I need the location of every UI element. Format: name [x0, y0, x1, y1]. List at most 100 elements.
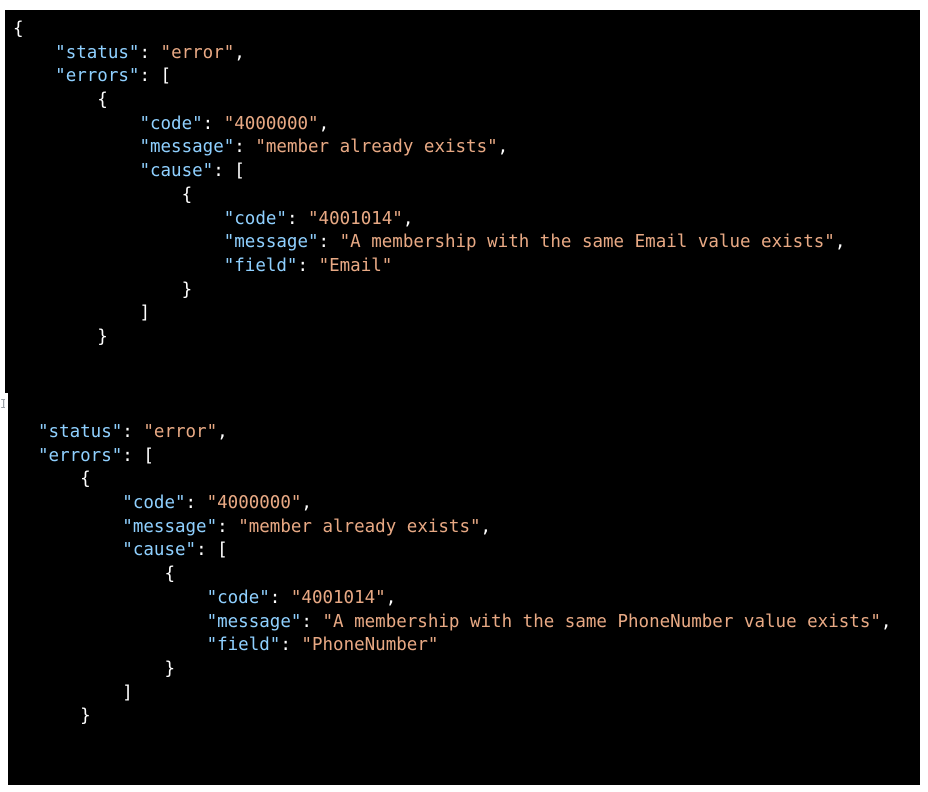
- json-line: {: [38, 563, 891, 587]
- json-indent: [13, 209, 224, 229]
- json-indent: [38, 517, 122, 537]
- json-indent: [38, 540, 122, 560]
- json-string-value: "error": [160, 42, 235, 63]
- json-key: "status": [38, 422, 123, 442]
- json-bracket: [: [217, 540, 228, 561]
- json-punctuation: ,: [217, 422, 228, 442]
- json-indent: [13, 161, 139, 181]
- json-bracket: [: [234, 161, 245, 182]
- json-punctuation: :: [269, 587, 291, 608]
- json-key: "message": [206, 611, 302, 632]
- cursor-marker: I: [0, 397, 5, 411]
- json-string-value: "error": [143, 422, 218, 442]
- json-line: "code": "4001014",: [38, 587, 891, 611]
- json-line: "code": "4000000",: [38, 492, 891, 516]
- json-line: }: [38, 658, 891, 682]
- json-key: "message": [223, 232, 319, 253]
- json-punctuation: :: [280, 635, 302, 656]
- json-indent: [13, 185, 182, 205]
- json-punctuation: :: [185, 493, 207, 514]
- json-indent: [38, 493, 122, 513]
- json-string-value: "4000000": [206, 493, 302, 514]
- json-punctuation: :: [301, 611, 323, 632]
- json-punctuation: :: [202, 113, 224, 134]
- json-indent: [13, 232, 224, 252]
- json-line: "status": "error",: [38, 421, 891, 445]
- json-key: "code": [122, 493, 186, 514]
- json-indent: [38, 683, 122, 703]
- json-line: }: [13, 326, 845, 350]
- json-punctuation: :: [297, 255, 319, 276]
- json-response-panel-email: { "status": "error", "errors": [ { "code…: [5, 10, 920, 393]
- json-indent: [13, 114, 139, 134]
- json-line: "message": "member already exists",: [13, 136, 845, 160]
- json-string-value: "A membership with the same Email value …: [339, 232, 835, 253]
- json-key: "code": [139, 113, 203, 134]
- json-line: "code": "4001014",: [13, 208, 845, 232]
- json-punctuation: ,: [480, 516, 492, 537]
- json-punctuation: ,: [385, 587, 397, 608]
- json-line: }: [13, 279, 845, 303]
- json-line: {: [13, 18, 845, 42]
- json-indent: [13, 280, 182, 300]
- json-punctuation: :: [139, 42, 161, 63]
- json-punctuation: :: [122, 445, 144, 466]
- json-indent: [38, 635, 207, 655]
- json-punctuation: :: [122, 422, 144, 442]
- json-bracket: }: [181, 279, 193, 300]
- json-string-value: "PhoneNumber": [301, 635, 439, 656]
- json-punctuation: :: [196, 540, 218, 561]
- json-bracket: {: [13, 19, 24, 39]
- json-indent: [38, 588, 207, 608]
- json-punctuation: :: [234, 137, 256, 158]
- json-indent: [38, 612, 207, 632]
- json-punctuation: ,: [834, 232, 846, 253]
- json-indent: [13, 90, 97, 110]
- json-line: "message": "member already exists",: [38, 516, 891, 540]
- json-string-value: "4001014": [290, 587, 386, 608]
- json-key: "message": [139, 137, 235, 158]
- json-key: "code": [223, 208, 287, 229]
- json-line: "message": "A membership with the same E…: [13, 231, 846, 255]
- json-bracket: ]: [122, 682, 133, 703]
- json-punctuation: ,: [402, 208, 414, 229]
- json-punctuation: ,: [880, 611, 892, 632]
- json-line: {: [13, 184, 845, 208]
- json-bracket: {: [181, 184, 193, 205]
- json-punctuation: :: [139, 66, 161, 87]
- json-line: "code": "4000000",: [13, 113, 845, 137]
- json-line: ]: [38, 682, 891, 706]
- json-line: "field": "Email": [13, 255, 845, 279]
- json-line: {: [38, 468, 891, 492]
- json-string-value: "member already exists": [255, 137, 498, 158]
- json-punctuation: :: [213, 161, 235, 182]
- json-punctuation: ,: [318, 113, 330, 134]
- json-punctuation: ,: [497, 137, 509, 158]
- json-punctuation: :: [217, 516, 239, 537]
- json-indent: [13, 256, 224, 276]
- json-indent: [13, 303, 139, 323]
- json-response-panel-phone: "status": "error","errors": [ { "code": …: [8, 393, 920, 785]
- json-indent: [13, 66, 55, 86]
- json-bracket: [: [143, 445, 154, 466]
- json-code-block-email: { "status": "error", "errors": [ { "code…: [13, 18, 845, 350]
- json-line: "errors": [: [13, 65, 845, 89]
- json-line: "message": "A membership with the same P…: [38, 611, 892, 635]
- json-key: "field": [206, 635, 281, 656]
- json-indent: [13, 43, 55, 63]
- json-punctuation: ,: [234, 42, 245, 63]
- json-line: }: [38, 705, 891, 729]
- json-indent: [13, 327, 97, 347]
- json-string-value: "4000000": [223, 113, 319, 134]
- json-key: "cause": [139, 161, 214, 182]
- json-indent: [38, 564, 164, 584]
- json-string-value: "member already exists": [238, 516, 481, 537]
- json-line: "cause": [: [13, 160, 845, 184]
- json-bracket: }: [80, 706, 91, 727]
- json-line: "errors": [: [38, 445, 891, 469]
- json-key: "errors": [38, 445, 123, 466]
- json-key: "errors": [55, 66, 140, 87]
- json-line: "field": "PhoneNumber": [38, 634, 891, 658]
- json-key: "code": [206, 587, 270, 608]
